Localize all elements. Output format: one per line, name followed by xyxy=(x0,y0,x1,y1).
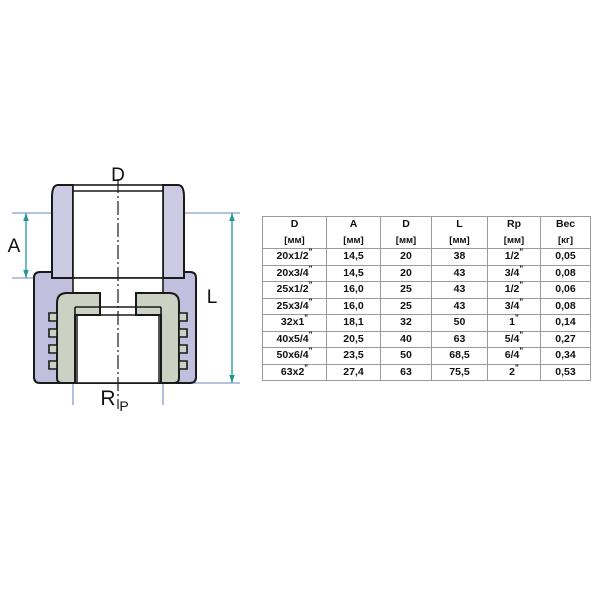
table-cell: 3/4" xyxy=(487,265,541,282)
table-cell: 1" xyxy=(487,314,541,332)
column-header-d-size: D xyxy=(262,216,327,233)
table-cell: 20x1/2" xyxy=(262,248,327,266)
table-cell: 25x3/4" xyxy=(262,298,327,315)
column-units-d-size: [мм] xyxy=(262,232,327,249)
technical-drawing: D A L xyxy=(0,155,260,415)
table-cell: 50 xyxy=(380,347,432,365)
table-cell: 63x2" xyxy=(262,364,327,381)
table-cell: 0,34 xyxy=(540,347,591,365)
dimension-label-a: A xyxy=(8,236,21,257)
table-cell: 43 xyxy=(431,297,488,315)
table-cell: 14,5 xyxy=(326,248,381,266)
specification-table: D A D L Rp Вес [мм] [мм] [мм] [мм] [мм] … xyxy=(262,216,591,381)
table-cell: 1/2" xyxy=(487,281,541,299)
column-units-l: [мм] xyxy=(431,232,488,249)
table-cell: 25 xyxy=(380,281,432,299)
table-cell: 27,4 xyxy=(326,363,381,381)
spigot-wall-right xyxy=(162,184,185,279)
specification-table-container: D A D L Rp Вес [мм] [мм] [мм] [мм] [мм] … xyxy=(262,216,591,381)
dimension-label-rp: R xyxy=(100,387,115,410)
table-cell: 0,14 xyxy=(540,314,591,332)
column-units-d: [мм] xyxy=(380,232,432,249)
table-cell: 32 xyxy=(380,314,432,332)
table-cell: 75,5 xyxy=(431,363,488,381)
table-cell: 50 xyxy=(431,314,488,332)
table-cell: 20,5 xyxy=(326,330,381,348)
dimension-a: A xyxy=(8,213,29,278)
table-cell: 25 xyxy=(380,297,432,315)
column-header-l: L xyxy=(431,216,488,233)
table-cell: 20x3/4" xyxy=(262,265,327,282)
table-cell: 0,08 xyxy=(540,264,591,282)
table-cell: 16,0 xyxy=(326,297,381,315)
thread-teeth-left xyxy=(48,312,58,370)
table-cell: 14,5 xyxy=(326,264,381,282)
dimension-label-d: D xyxy=(111,165,125,186)
table-cell: 50x6/4" xyxy=(262,347,327,365)
table-cell: 38 xyxy=(431,248,488,266)
table-cell: 5/4" xyxy=(487,331,541,348)
fitting-cross-section-svg: D A L xyxy=(8,165,240,414)
thread-teeth-right xyxy=(178,312,188,370)
column-header-d: D xyxy=(380,216,432,233)
table-cell: 2" xyxy=(487,364,541,381)
table-header-row: D A D L Rp Вес xyxy=(262,216,591,233)
table-cell: 16,0 xyxy=(326,281,381,299)
column-units-rp: [мм] xyxy=(487,232,541,249)
table-head: D A D L Rp Вес [мм] [мм] [мм] [мм] [мм] … xyxy=(262,216,591,249)
table-cell: 0,06 xyxy=(540,281,591,299)
table-cell: 0,27 xyxy=(540,330,591,348)
table-cell: 23,5 xyxy=(326,347,381,365)
table-cell: 0,08 xyxy=(540,297,591,315)
table-cell: 32x1" xyxy=(262,314,327,332)
table-cell: 0,53 xyxy=(540,363,591,381)
table-cell: 63 xyxy=(380,363,432,381)
inner-channel-edges xyxy=(76,316,160,383)
column-units-a: [мм] xyxy=(326,232,381,249)
table-cell: 63 xyxy=(431,330,488,348)
table-units-row: [мм] [мм] [мм] [мм] [мм] [кг] xyxy=(262,232,591,249)
table-cell: 43 xyxy=(431,264,488,282)
table-cell: 1/2" xyxy=(487,248,541,266)
dimension-label-l: L xyxy=(207,287,218,308)
column-header-rp: Rp xyxy=(487,216,541,233)
dimension-l: L xyxy=(207,213,235,383)
spigot-wall-left xyxy=(51,184,74,279)
column-header-weight: Вес xyxy=(540,216,591,233)
column-header-a: A xyxy=(326,216,381,233)
inner-channel xyxy=(77,316,159,382)
table-cell: 20 xyxy=(380,248,432,266)
table-cell: 3/4" xyxy=(487,298,541,315)
table-cell: 40 xyxy=(380,330,432,348)
column-units-weight: [кг] xyxy=(540,232,591,249)
table-cell: 6/4" xyxy=(487,347,541,365)
table-cell: 68,5 xyxy=(431,347,488,365)
table-cell: 40x5/4" xyxy=(262,331,327,348)
table-cell: 18,1 xyxy=(326,314,381,332)
table-cell: 25x1/2" xyxy=(262,281,327,299)
table-cell: 43 xyxy=(431,281,488,299)
dimension-label-rp-subscript: P xyxy=(119,398,128,414)
table-cell: 0,05 xyxy=(540,248,591,266)
dimension-rp: R P xyxy=(100,387,128,414)
table-cell: 20 xyxy=(380,264,432,282)
